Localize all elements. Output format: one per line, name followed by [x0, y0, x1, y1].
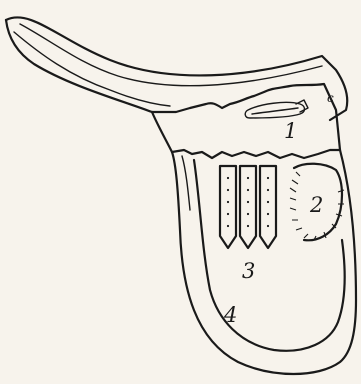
saddle-skirt — [152, 84, 340, 158]
label-skirt: 1 — [284, 119, 297, 143]
label-girth-straps: 3 — [242, 259, 255, 283]
label-flap: 4 — [223, 303, 237, 327]
label-tree-point: c — [327, 91, 334, 105]
girth-strap-holes — [227, 177, 269, 227]
label-knee-roll: 2 — [309, 193, 323, 217]
saddle-flap — [172, 150, 356, 374]
